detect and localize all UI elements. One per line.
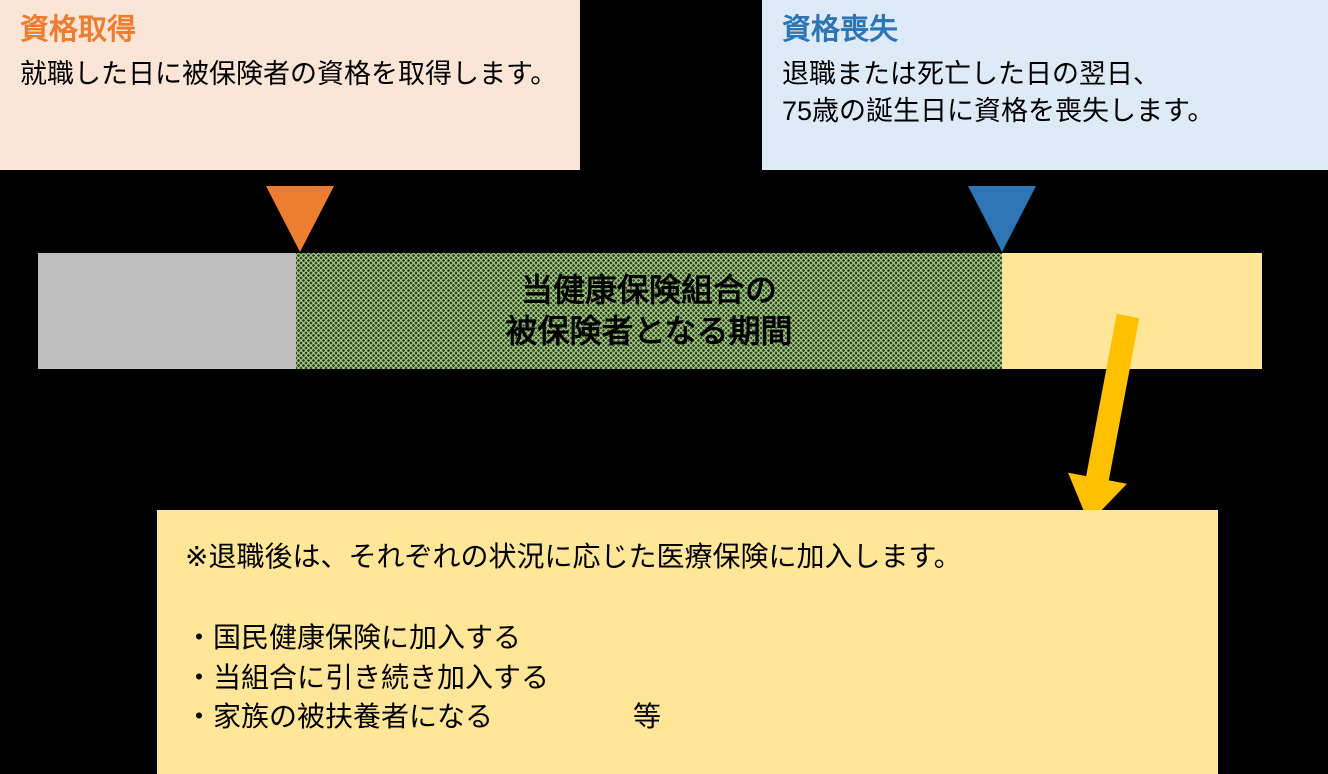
insured-period-label-line1: 当健康保険組合の <box>520 272 777 309</box>
note-item-list: ・国民健康保険に加入する ・当組合に引き続き加入する ・家族の被扶養者になる 等 <box>185 618 1188 737</box>
acquisition-callout-box: 資格取得 就職した日に被保険者の資格を取得します。 <box>0 0 580 170</box>
loss-body-line2: 75歳の誕生日に資格を喪失します。 <box>782 95 1215 126</box>
timeline-segment-after <box>1002 253 1262 369</box>
insured-period-label-line2: 被保険者となる期間 <box>505 313 793 349</box>
loss-title: 資格喪失 <box>782 14 899 46</box>
loss-body-text: 退職または死亡した日の翌日、 75歳の誕生日に資格を喪失します。 <box>782 56 1308 129</box>
acquisition-body-text: 就職した日に被保険者の資格を取得します。 <box>20 59 558 90</box>
loss-callout-box: 資格喪失 退職または死亡した日の翌日、 75歳の誕生日に資格を喪失します。 <box>762 0 1328 170</box>
insured-period-label: 当健康保険組合の 被保険者となる期間 <box>505 270 792 352</box>
note-item: ・国民健康保険に加入する <box>185 621 522 653</box>
loss-pointer-triangle-icon <box>968 186 1036 252</box>
acquisition-pointer-triangle-icon <box>266 186 334 252</box>
acquisition-title: 資格取得 <box>20 14 137 46</box>
note-item: ・家族の被扶養者になる 等 <box>185 701 662 733</box>
note-heading: ※退職後は、それぞれの状況に応じた医療保険に加入します。 <box>185 541 962 572</box>
timeline-segment-insured-period: 当健康保険組合の 被保険者となる期間 <box>296 253 1002 369</box>
after-retirement-note-box: ※退職後は、それぞれの状況に応じた医療保険に加入します。 ・国民健康保険に加入す… <box>157 510 1218 774</box>
note-item: ・当組合に引き続き加入する <box>185 661 550 693</box>
timeline-segment-before <box>38 253 296 369</box>
loss-body-line1: 退職または死亡した日の翌日、 <box>782 59 1160 90</box>
